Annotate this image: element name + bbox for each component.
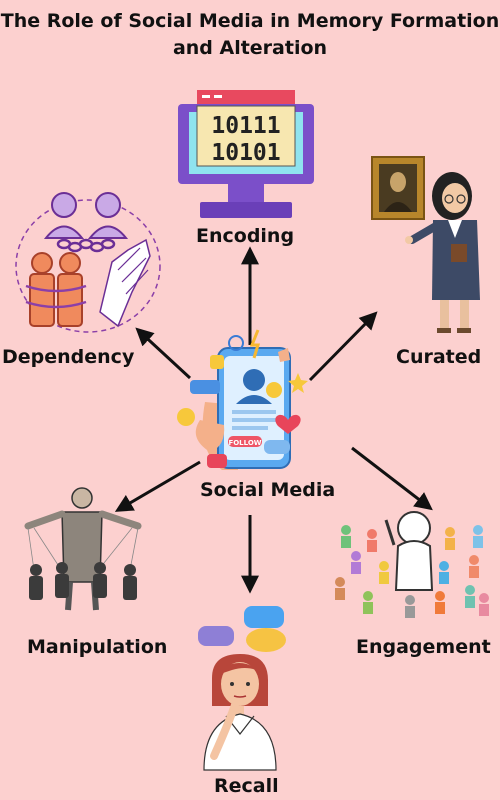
center-label-social-media: Social Media <box>200 479 336 501</box>
arrow-manipulation <box>114 460 201 512</box>
arrow-dependency <box>135 327 192 380</box>
chained-people-icon <box>15 192 161 333</box>
binary-line-2: 10101 <box>211 140 280 166</box>
social-media-phone-icon: FOLLOW <box>177 329 308 470</box>
node-label-recall: Recall <box>214 775 279 797</box>
thinking-woman-icon <box>198 606 286 771</box>
node-label-curated: Curated <box>396 346 482 368</box>
puppeteer-icon <box>24 487 142 611</box>
arrow-curated <box>308 311 378 382</box>
node-label-engagement: Engagement <box>356 636 491 658</box>
title-line-1: The Role of Social Media in Memory Forma… <box>0 10 500 32</box>
crowd-engagement-icon <box>335 511 489 618</box>
museum-guide-icon <box>371 156 480 333</box>
arrows <box>114 246 433 594</box>
node-label-manipulation: Manipulation <box>27 636 168 658</box>
node-label-dependency: Dependency <box>2 346 135 368</box>
follow-text: FOLLOW <box>228 439 261 447</box>
arrow-engagement <box>351 446 433 511</box>
binary-line-1: 10111 <box>211 113 280 139</box>
page-title: The Role of Social Media in Memory Forma… <box>0 8 500 62</box>
monitor-icon: 10111 10101 <box>178 90 314 218</box>
node-label-encoding: Encoding <box>196 225 295 247</box>
title-line-2: and Alteration <box>172 37 328 59</box>
